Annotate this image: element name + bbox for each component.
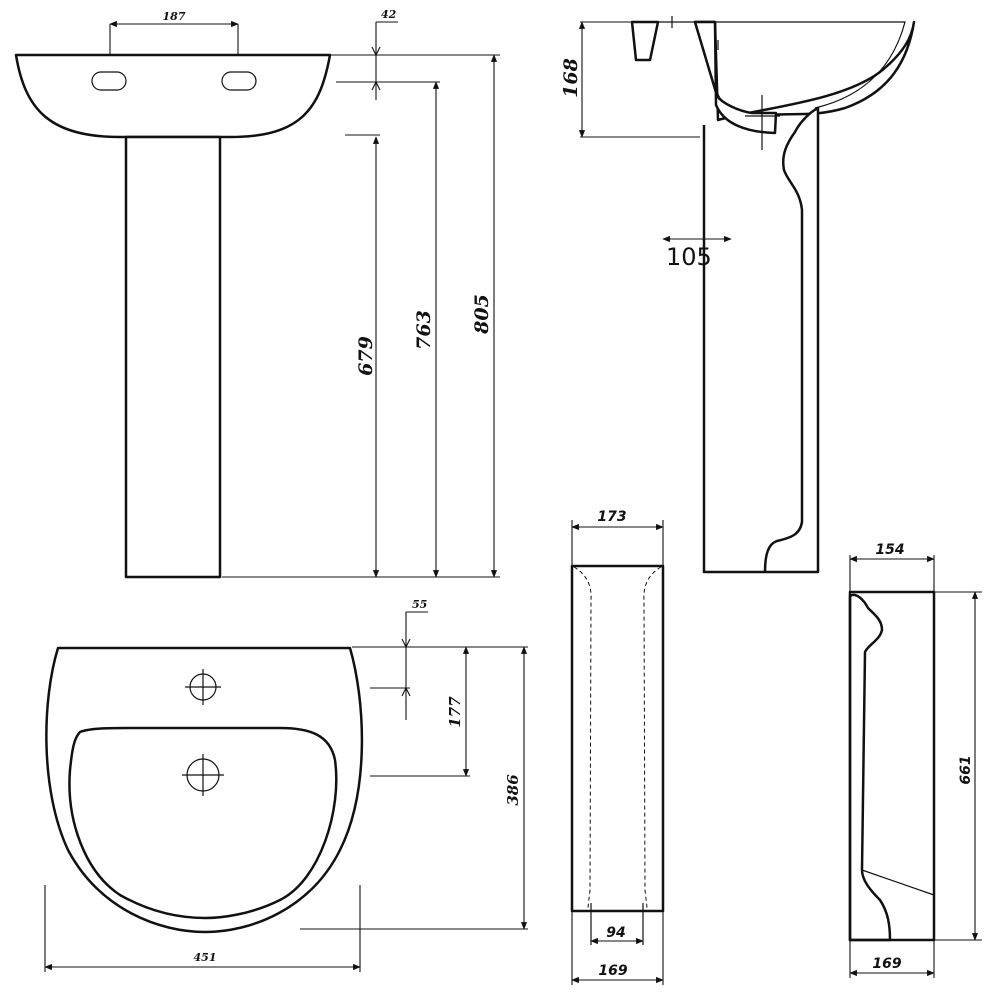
pedestal-front-outline-detail [570,564,665,913]
tap-hole-slot-left [91,71,127,91]
pedestal-top-width-label: 173 [597,509,626,525]
plan-view: 55 177 386 451 [44,598,528,972]
side-elevation-view: 168 105 [560,16,916,574]
pedestal-inner-dashed-outline [573,566,662,911]
basin-bowl-curve [715,21,906,109]
basin-underside-height-label: 763 [413,310,435,350]
pedestal-height-side-label: 661 [958,755,974,784]
basin-projection-label: 386 [504,774,522,806]
pedestal-side-view: 154 661 169 [848,542,982,978]
tap-spacing-label: 187 [163,10,186,23]
pedestal-height-label: 679 [355,336,377,376]
tap-to-waste-label: 177 [446,696,464,728]
front-elevation-view: 187 42 679 763 805 [14,8,500,579]
pedestal-front-view: 173 94 169 [570,509,665,985]
pedestal-side-outline [702,106,820,574]
pedestal-base-width-label: 169 [598,963,627,979]
pedestal-base-depth-label: 169 [872,956,901,972]
foot-spacing-label: 94 [606,925,625,941]
tap-hole-slot-right [221,71,257,91]
basin-width-label: 451 [194,951,217,964]
pedestal-front-outline [124,135,222,579]
pedestal-side-outline-detail [848,593,892,942]
tap-body [630,20,660,62]
basin-bowl-plan-outline [68,726,338,920]
overall-height-label: 805 [471,294,493,335]
basin-front-outline [14,53,332,139]
tap-hole-offset-label: 55 [412,598,427,611]
rim-thickness-label: 42 [381,8,397,21]
basin-depth-label: 168 [560,58,582,98]
pedestal-top-depth-label: 154 [875,542,904,558]
basin-back-wall [693,20,778,135]
projection-label: 105 [666,243,712,271]
